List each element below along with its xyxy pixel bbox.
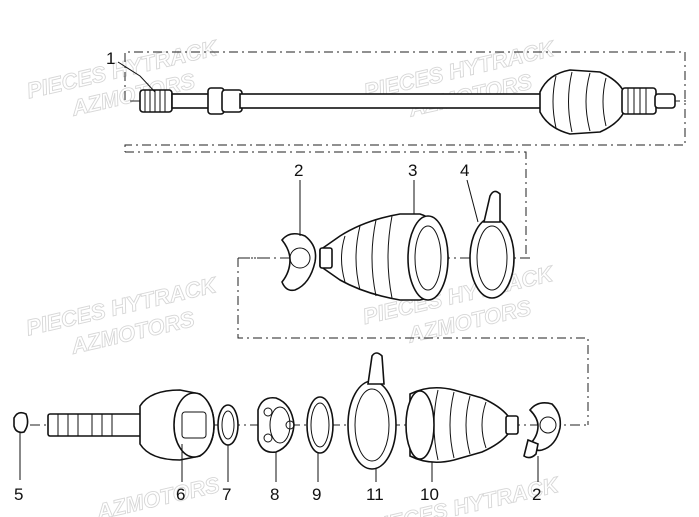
outer-thread-end — [654, 93, 676, 109]
connector-line-middle — [237, 258, 589, 425]
small-boot-clamp — [280, 232, 317, 292]
clamp-ear — [523, 438, 539, 459]
callout-2-lower: 2 — [532, 485, 541, 504]
callout-2-upper: 2 — [294, 161, 303, 180]
boot-mouth — [407, 215, 449, 301]
leader-1 — [117, 61, 156, 93]
callout-5: 5 — [14, 485, 23, 504]
callout-10: 10 — [420, 485, 439, 504]
callout-1: 1 — [106, 49, 115, 68]
leader-4 — [466, 179, 479, 223]
callout-7: 7 — [222, 485, 231, 504]
inner-boot-neck — [505, 415, 519, 435]
small-boot-clamp-lower — [528, 402, 562, 452]
callout-4: 4 — [460, 161, 469, 180]
callout-11: 11 — [366, 485, 384, 504]
inner-boot-mouth — [405, 390, 435, 460]
outer-spline-stub — [621, 87, 657, 115]
connector-line-top — [125, 151, 527, 258]
cv-joint-face — [173, 392, 215, 458]
inner-race — [257, 396, 295, 454]
callout-9: 9 — [312, 485, 321, 504]
shaft-tube — [239, 93, 546, 109]
cv-stub-shaft — [47, 413, 147, 437]
drive-shaft-assembly: 1 — [106, 49, 690, 135]
shaft-collar-2 — [221, 89, 243, 113]
circlip — [13, 411, 29, 434]
outer-boot-kit: 2 3 4 — [240, 161, 530, 301]
callout-8: 8 — [270, 485, 279, 504]
callout-3: 3 — [408, 161, 417, 180]
shaft-neck — [171, 93, 211, 109]
boot-neck — [319, 247, 333, 269]
watermark-line2: AZMOTORS — [93, 472, 222, 517]
band-tab — [367, 352, 385, 385]
inner-joint-kit: 5 6 7 8 9 11 — [13, 352, 590, 504]
drive-shaft-frame — [124, 51, 686, 152]
callout-6: 6 — [176, 485, 185, 504]
clamp-tab — [482, 190, 501, 223]
